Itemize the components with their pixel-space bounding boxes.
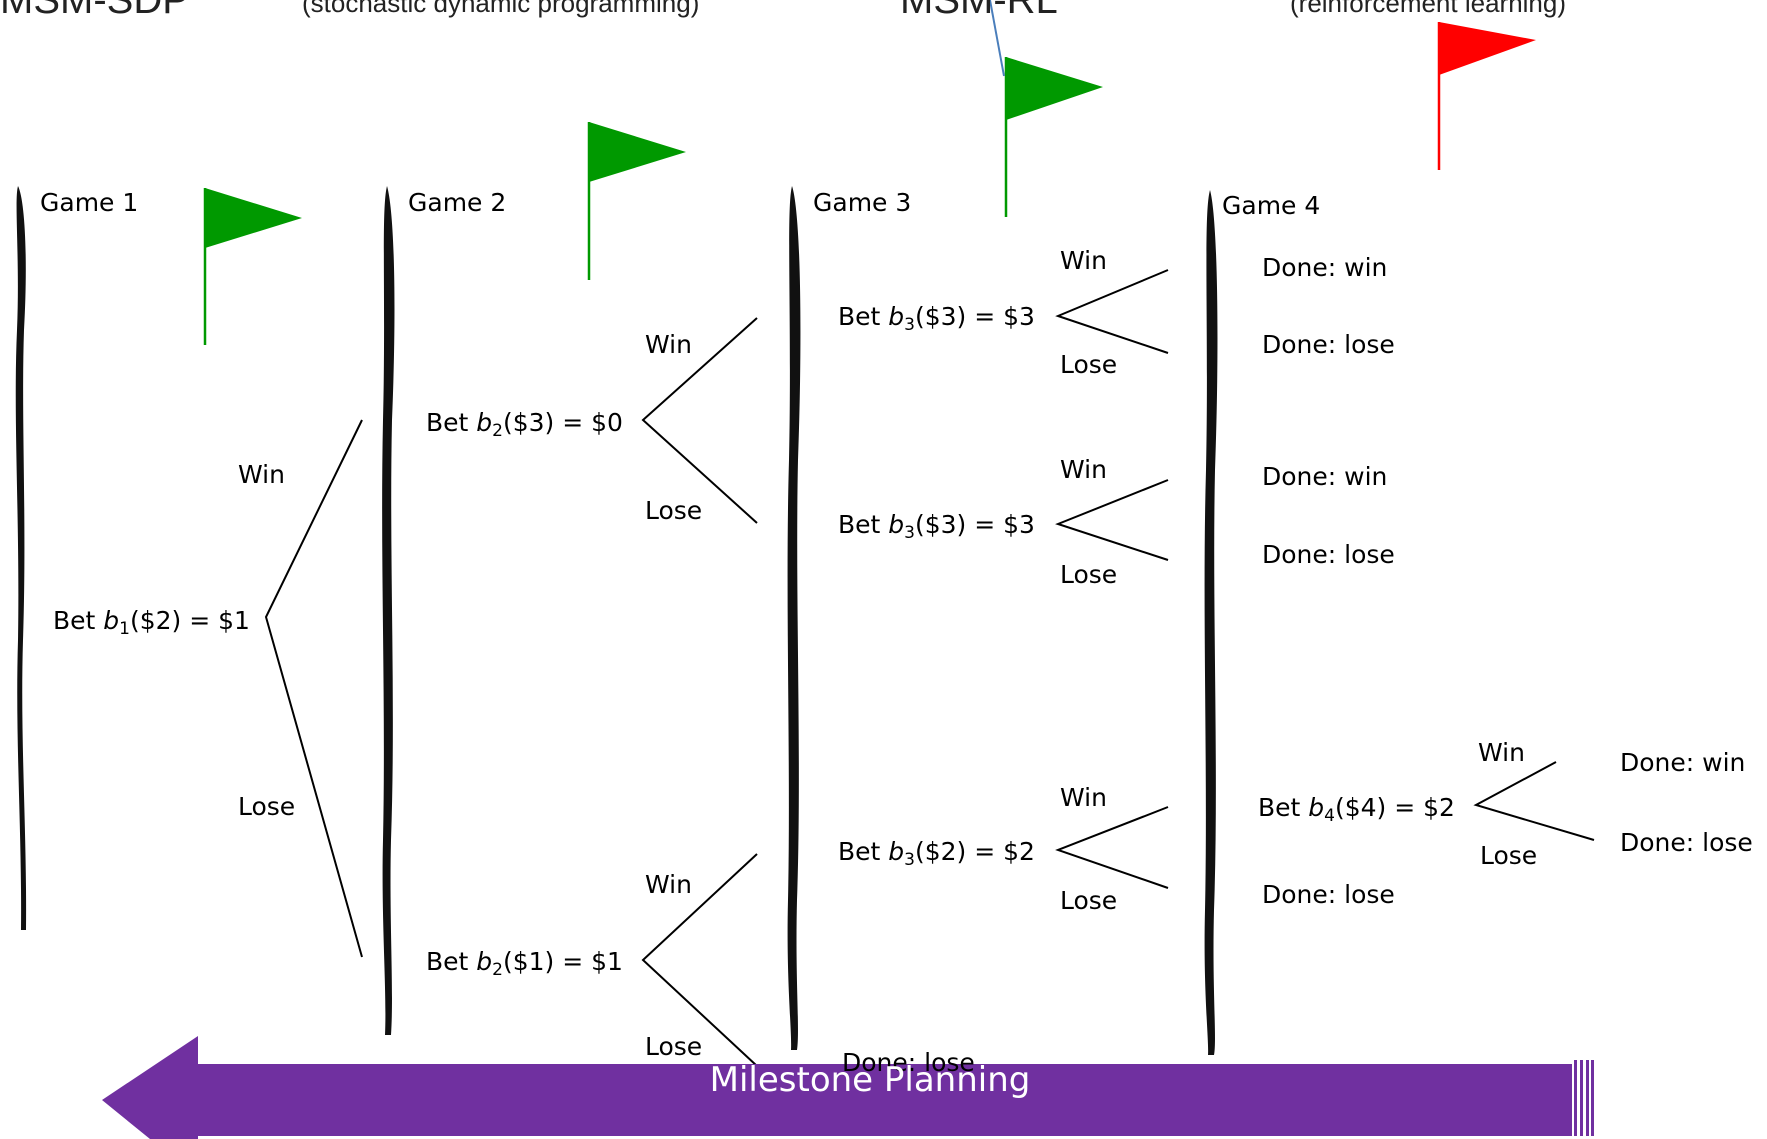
branch-label-lose: Lose <box>1480 841 1538 870</box>
game-3-heading: Game 3 <box>813 188 912 217</box>
bet-node-b3-3b: Bet b3($3) = $3 <box>838 510 1035 543</box>
caption-sdp-title: MSM-SDP <box>0 0 189 18</box>
bet-node-b4-4: Bet b4($4) = $2 <box>1258 793 1455 826</box>
branch-label-lose: Lose <box>645 1032 703 1061</box>
divider-game-2 <box>382 186 395 1035</box>
branch-label-lose: Lose <box>1060 560 1118 589</box>
bet-node-b1: Bet b1($2) = $1 <box>53 606 250 639</box>
caption-rl-subtitle: (reinforcement learning) <box>1290 0 1567 18</box>
game-4-heading: Game 4 <box>1222 191 1321 220</box>
outcome-done-lose: Done: lose <box>1262 880 1395 909</box>
game-2-heading: Game 2 <box>408 188 507 217</box>
milestone-arrow <box>102 1036 1594 1139</box>
branch-label-lose: Lose <box>238 792 296 821</box>
flag-game-3 <box>1004 57 1103 217</box>
outcome-done-lose: Done: lose <box>1262 330 1395 359</box>
divider-game-3 <box>787 186 801 1050</box>
outcome-done-win: Done: win <box>1262 462 1388 491</box>
flag-game-2 <box>587 122 686 280</box>
pointer-line <box>989 0 1005 77</box>
tree-branches <box>264 269 1595 1067</box>
branch-label-win: Win <box>1060 455 1107 484</box>
branch-b2-3 <box>641 317 758 524</box>
branch-b4-4 <box>1473 761 1595 841</box>
game-1-heading: Game 1 <box>40 188 139 217</box>
caption-sdp-subtitle: (stochastic dynamic programming) <box>302 0 700 18</box>
bet-node-b2-3: Bet b2($3) = $0 <box>426 408 623 441</box>
branch-b3-3b <box>1055 479 1169 561</box>
outcome-done-lose-partial: Done: lose <box>842 1048 975 1077</box>
caption-rl-title: MSM-RL <box>900 0 1058 18</box>
branch-label-win: Win <box>1060 783 1107 812</box>
branch-label-lose: Lose <box>645 496 703 525</box>
stage-dividers <box>15 186 1218 1055</box>
branch-label-lose: Lose <box>1060 350 1118 379</box>
branch-label-lose: Lose <box>1060 886 1118 915</box>
branch-b2-1 <box>641 853 758 1067</box>
branch-b3-2 <box>1055 806 1169 889</box>
milestone-arrow-label: Milestone Planning <box>709 1060 1031 1100</box>
branch-label-win: Win <box>1478 738 1525 767</box>
branch-b1 <box>264 419 363 958</box>
outcome-done-lose: Done: lose <box>1620 828 1753 857</box>
outcome-done-lose: Done: lose <box>1262 540 1395 569</box>
outcome-done-win: Done: win <box>1262 253 1388 282</box>
bet-node-b3-3a: Bet b3($3) = $3 <box>838 302 1035 335</box>
divider-game-4 <box>1204 190 1218 1055</box>
bet-node-b3-2: Bet b3($2) = $2 <box>838 837 1035 870</box>
flag-game-1 <box>203 188 302 345</box>
branch-b3-3a <box>1055 269 1169 354</box>
flag-game-4-red <box>1437 22 1536 170</box>
divider-game-1 <box>15 186 27 930</box>
branch-label-win: Win <box>645 870 692 899</box>
branch-label-win: Win <box>1060 246 1107 275</box>
bet-node-b2-1: Bet b2($1) = $1 <box>426 947 623 980</box>
branch-label-win: Win <box>645 330 692 359</box>
outcome-done-win: Done: win <box>1620 748 1746 777</box>
top-caption: MSM-SDP (stochastic dynamic programming)… <box>0 0 1767 18</box>
branch-label-win: Win <box>238 460 285 489</box>
